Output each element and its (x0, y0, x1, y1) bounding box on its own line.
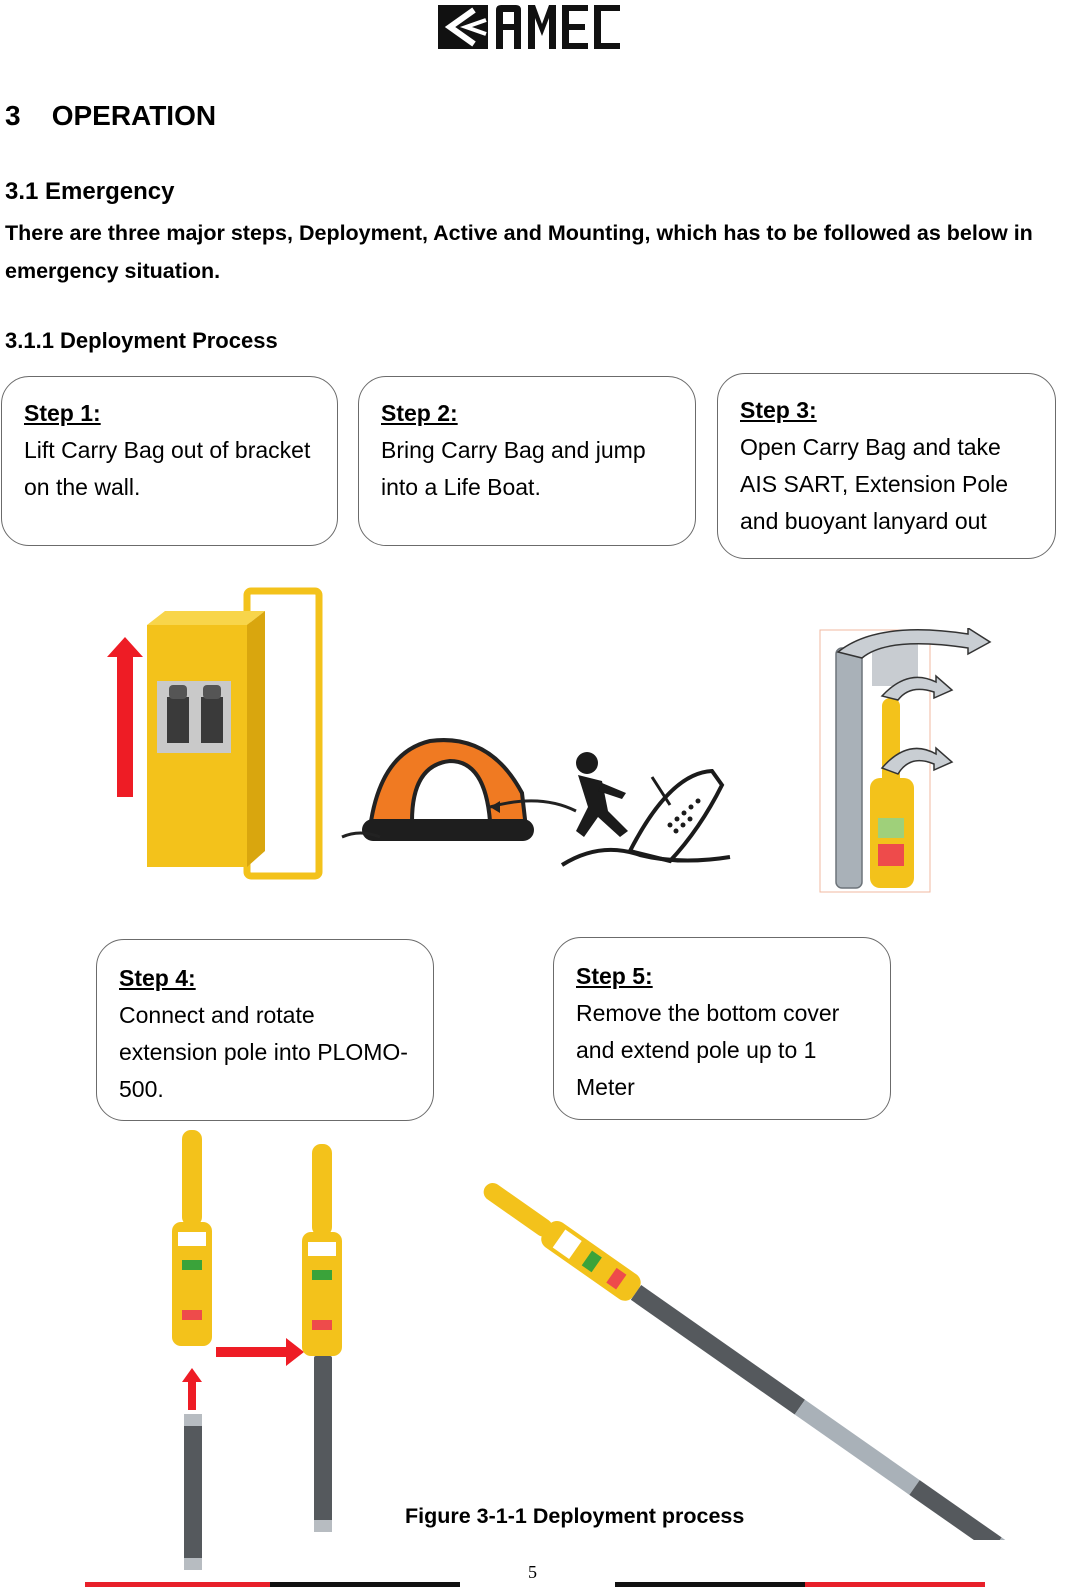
extended-sart-antenna (483, 1183, 553, 1237)
connect-pole-illustration (160, 1124, 360, 1574)
extended-pole-dark (630, 1285, 806, 1415)
carry-bag-illustration (95, 585, 335, 890)
intro-paragraph: There are three major steps, Deployment,… (5, 221, 1033, 283)
right-arrow-icon (216, 1338, 304, 1366)
step-3-title: Step 3: (740, 397, 817, 423)
extension-pole (835, 647, 863, 889)
life-raft-illustration (340, 733, 740, 883)
extended-pole-illustration (478, 1180, 1074, 1540)
amec-logo-letters (496, 5, 620, 49)
curved-arrow-3-icon (880, 746, 954, 775)
step-4-title: Step 4: (119, 965, 196, 991)
pole-2 (314, 1356, 332, 1532)
section-number: 3 (5, 100, 21, 131)
bag-contents-illustration (818, 628, 1008, 893)
jumping-person-icon (576, 752, 628, 837)
sinking-ship (627, 768, 725, 864)
step-3-box: Step 3: Open Carry Bag and take AIS SART… (717, 373, 1056, 559)
amec-logo (438, 2, 628, 52)
carry-bag-top (147, 611, 265, 625)
pole-1 (184, 1414, 202, 1570)
up-arrow-icon (182, 1368, 202, 1410)
step-1-box: Step 1: Lift Carry Bag out of bracket on… (1, 376, 338, 546)
step-2-box: Step 2: Bring Carry Bag and jump into a … (358, 376, 696, 546)
step-2-text: Bring Carry Bag and jump into a Life Boa… (381, 437, 646, 500)
step-5-box: Step 5: Remove the bottom cover and exte… (553, 937, 891, 1120)
extended-pole-light (794, 1399, 920, 1495)
amec-logo-icon (438, 5, 488, 49)
step-4-text: Connect and rotate extension pole into P… (119, 1002, 408, 1102)
step-3-text: Open Carry Bag and take AIS SART, Extens… (740, 434, 1009, 534)
sart-2-antenna (312, 1144, 332, 1236)
page-number: 5 (528, 1562, 537, 1582)
section-title: OPERATION (51, 100, 217, 131)
step-1-title: Step 1: (24, 400, 101, 426)
step-1-text: Lift Carry Bag out of bracket on the wal… (24, 437, 311, 500)
curved-arrow-1-icon (836, 628, 992, 659)
carry-bag-side (247, 611, 265, 867)
subsection-title: 3.1 Emergency (5, 178, 175, 205)
up-arrow-icon (107, 637, 143, 797)
step-5-title: Step 5: (576, 963, 653, 989)
curved-arrow-2-icon (880, 674, 954, 701)
subsubsection-title: 3.1.1 Deployment Process (5, 328, 278, 353)
step-2-title: Step 2: (381, 400, 458, 426)
section-heading: 3 OPERATION (5, 100, 216, 132)
footer-rule (85, 1582, 985, 1588)
step-5-text: Remove the bottom cover and extend pole … (576, 1000, 840, 1100)
figure-caption: Figure 3-1-1 Deployment process (405, 1504, 745, 1528)
step-4-box: Step 4: Connect and rotate extension pol… (96, 939, 434, 1121)
sart-1-antenna (182, 1130, 202, 1226)
